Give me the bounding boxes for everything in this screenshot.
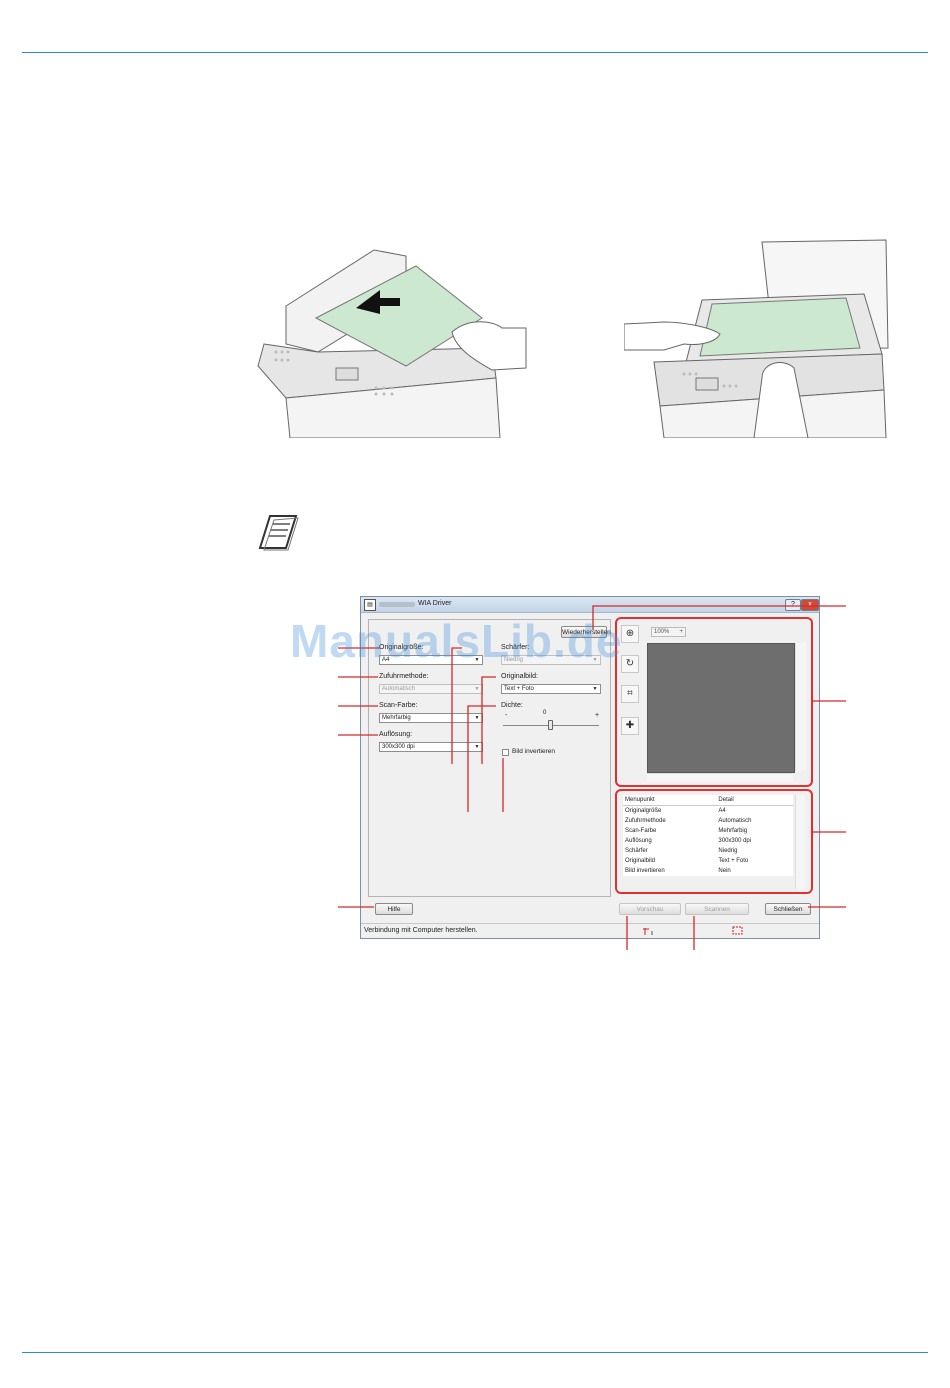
scan-color-value: Mehrfarbig — [382, 715, 411, 721]
original-image-label: Originalbild: — [501, 673, 538, 680]
preview-horizontal-scrollbar[interactable] — [647, 773, 793, 782]
density-slider-thumb[interactable] — [548, 720, 553, 730]
resolution-value: 300x300 dpi — [382, 744, 415, 750]
sharpness-value: Niedrig — [504, 657, 524, 663]
table-header: Detail — [716, 795, 793, 806]
scanner-app-icon: ▤ — [364, 599, 376, 611]
original-size-value: A4 — [382, 657, 390, 663]
connection-icon — [643, 928, 653, 935]
density-value: 0 — [543, 710, 547, 716]
illustration-document-feeder — [257, 249, 527, 438]
bottom-rule — [22, 1352, 928, 1353]
table-header: Menupunkt — [623, 795, 717, 806]
settings-pane: Wiederherstellen Originalgröße: A4 ▼ Zuf… — [368, 619, 611, 897]
invert-image-label: Bild invertieren — [512, 748, 555, 755]
restore-defaults-button[interactable]: Wiederherstellen — [561, 626, 611, 638]
preview-panel: ⊕ 100% + ↻ ⌗ ✚ — [615, 617, 813, 787]
wia-driver-dialog: ▤ WIA Driver ? x Wiederherstellen Origin… — [360, 596, 820, 939]
crop-icon[interactable]: ⌗ — [621, 685, 639, 703]
original-size-label: Originalgröße: — [379, 644, 424, 651]
density-max-label: + — [595, 712, 600, 719]
feed-method-label: Zufuhrmethode: — [379, 673, 429, 680]
scanner-status-icon — [732, 926, 743, 935]
density-min-label: - — [505, 712, 508, 719]
zoom-plus-icon: + — [679, 629, 683, 635]
original-image-value: Text + Foto — [504, 686, 534, 692]
scan-button[interactable]: Scannen — [685, 903, 749, 915]
chevron-down-icon: ▼ — [474, 715, 480, 721]
note-icon — [258, 515, 299, 551]
illustration-platen-glass — [624, 239, 889, 438]
sharpness-select[interactable]: Niedrig ▼ — [501, 655, 601, 665]
chevron-down-icon: ▼ — [592, 686, 598, 692]
zoom-icon[interactable]: ⊕ — [621, 625, 639, 643]
invert-image-checkbox[interactable] — [502, 749, 509, 756]
dialog-title: WIA Driver — [418, 600, 452, 607]
feed-method-value: Automatisch — [382, 686, 416, 692]
sharpness-label: Schärfer: — [501, 644, 530, 651]
scan-color-label: Scan-Farbe: — [379, 702, 418, 709]
rotate-icon[interactable]: ↻ — [621, 655, 639, 673]
resolution-label: Auflösung: — [379, 731, 413, 738]
close-icon[interactable]: x — [801, 599, 819, 611]
top-rule — [22, 52, 928, 53]
zoom-level[interactable]: 100% + — [651, 627, 686, 637]
help-icon[interactable]: ? — [785, 599, 801, 611]
preview-button[interactable]: Vorschau — [619, 903, 681, 915]
close-button[interactable]: Schließen — [765, 903, 811, 915]
title-device-name — [379, 602, 415, 607]
status-text: Verbindung mit Computer herstellen. — [364, 927, 478, 934]
status-bar: Verbindung mit Computer herstellen. — [361, 923, 819, 938]
watermark: ManualsLib.de — [290, 615, 623, 667]
summary-scrollbar[interactable] — [795, 795, 805, 889]
move-icon[interactable]: ✚ — [621, 717, 639, 735]
title-bar: ▤ WIA Driver ? x — [361, 597, 819, 613]
chevron-down-icon: ▼ — [474, 657, 480, 663]
original-size-select[interactable]: A4 ▼ — [379, 655, 483, 665]
density-label: Dichte: — [501, 702, 523, 709]
original-image-select[interactable]: Text + Foto ▼ — [501, 684, 601, 694]
preview-vertical-scrollbar[interactable] — [795, 643, 806, 771]
preview-image-area[interactable] — [647, 643, 795, 773]
chevron-down-icon: ▼ — [474, 686, 480, 692]
chevron-down-icon: ▼ — [474, 744, 480, 750]
help-button[interactable]: Hilfe — [375, 903, 413, 915]
chevron-down-icon: ▼ — [592, 657, 598, 663]
